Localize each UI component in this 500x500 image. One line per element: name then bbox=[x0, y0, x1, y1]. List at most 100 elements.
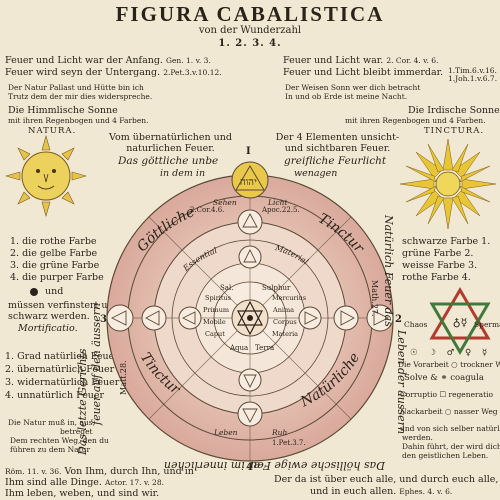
svg-text:♁☿: ♁☿ bbox=[453, 316, 468, 329]
right-way-2: werden. bbox=[402, 433, 433, 442]
inner-primum: Primum bbox=[203, 306, 229, 314]
left-sun-subtitle: mit ihren Regenbogen und 4 Farben. bbox=[8, 116, 149, 125]
side-right-2: Leben der äussern bbox=[395, 329, 408, 434]
fires-list: 1. Grad natürlich Feuer 2. übernatürlich… bbox=[5, 350, 119, 402]
heavenly-sun-icon bbox=[5, 135, 87, 217]
ring-ref-top: 2.Cor.4.6. bbox=[190, 206, 224, 214]
center-top-right-text: Der 4 Elementen unsicht- und sichtbaren … bbox=[275, 132, 400, 154]
right-verse-2: Feuer und Licht bleibt immerdar. bbox=[283, 67, 444, 78]
page-subtitle: von der Wunderzahl bbox=[198, 25, 302, 36]
right-verse-1: Feuer und Licht war. 2. Cor. 4. v. 6. bbox=[283, 55, 439, 66]
side-right-1: Natürlich Feuer das bbox=[382, 214, 395, 327]
side-left-3: Matt.28. bbox=[119, 360, 128, 395]
marker-left: 3 bbox=[100, 314, 107, 325]
ring-ruh: Ruh bbox=[271, 428, 287, 437]
bottom-text-1: Das höllische ewige Feu bbox=[250, 459, 386, 472]
left-color-3: 3. die grüne Farbe bbox=[10, 260, 100, 271]
fire-2: 2. übernatürlich Feuer bbox=[5, 364, 115, 375]
nature-line-1: Die Natur muß in, aus, bbox=[8, 418, 95, 427]
right-sun-title: Die Irdische Sonne bbox=[408, 105, 500, 116]
right-color-3: weisse Farbe 3. bbox=[402, 260, 478, 271]
ring-licht: Licht bbox=[267, 198, 288, 207]
hex-left-label: Chaos bbox=[404, 320, 428, 329]
right-work-4: Nackarbeit ○ nasser Weg bbox=[400, 407, 498, 416]
right-verse-ref-2: 1.Joh.1.v.6.7. bbox=[448, 74, 498, 83]
ring-lebend: Leben bbox=[213, 428, 238, 437]
mortificatio-label: Mortificatio. bbox=[18, 323, 78, 334]
ring-ref-bottom: 1.Pet.3.7. bbox=[272, 439, 306, 447]
left-colors-list: 1. die rothe Farbe 2. die gelbe Farbe 3.… bbox=[10, 236, 104, 284]
inner-materia: Materia bbox=[272, 330, 298, 338]
left-color-1: 1. die rothe Farbe bbox=[10, 236, 97, 247]
page-title: FIGURA CABALISTICA bbox=[115, 2, 385, 26]
left-verse-3: Der Natur Pallast und Hütte bin ich bbox=[8, 83, 144, 92]
ring-seen: Sehen bbox=[213, 198, 237, 207]
left-verse-4: Trutz dem der mir dies widerspreche. bbox=[8, 92, 153, 101]
marker-bottom: 4 bbox=[246, 462, 253, 473]
right-color-4: rothe Farbe 4. bbox=[402, 272, 471, 283]
side-right-3: Math.27. bbox=[370, 280, 379, 317]
hexagram-icon: ♁☿ bbox=[429, 287, 491, 355]
inner-mobile: Mobile bbox=[203, 318, 226, 326]
dark-sun-icon bbox=[30, 288, 38, 296]
left-verse-1: Feuer und Licht war der Anfang. Gen. 1. … bbox=[5, 55, 211, 66]
bottom-right-verse-2: und in euch allen. Ephes. 4. v. 6. bbox=[310, 486, 453, 497]
right-sun-subtitle: mit ihren Regenbogen und 4 Farben. bbox=[345, 116, 486, 125]
hebrew-tetragrammaton: יהוה bbox=[240, 177, 257, 188]
inner-terra: Terra bbox=[255, 344, 274, 352]
left-color-2: 2. die gelbe Farbe bbox=[10, 248, 98, 259]
inner-caput: Caput bbox=[205, 330, 225, 338]
fire-3: 3. widernatürlich Feuer bbox=[5, 377, 120, 388]
left-color-4: 4. die purper Farbe bbox=[10, 272, 104, 283]
inner-sulphur: Sulphur bbox=[262, 284, 291, 292]
ring-ref-top2: Apoc.22.5. bbox=[261, 206, 300, 214]
left-verse-2: Feuer wird seyn der Untergang. 2.Pet.3.v… bbox=[5, 67, 222, 78]
right-color-1: schwarze Farbe 1. bbox=[402, 236, 491, 247]
right-verse-3: Der Weisen Sonn wer dich betracht bbox=[285, 83, 421, 92]
inner-spiritus: Spiritus bbox=[205, 294, 231, 302]
right-work-2: Solve & ⚭ coagula bbox=[404, 373, 484, 383]
right-verse-4: In und ob Erde ist meine Nacht. bbox=[285, 92, 408, 101]
bottom-right-verse-1: Der da ist über euch alle, und durch euc… bbox=[274, 474, 499, 485]
center-top-left-3: Das göttliche unbe bbox=[118, 155, 219, 167]
inner-mercurius: Mercurius bbox=[272, 294, 306, 302]
left-sun-title: Die Himmlische Sonne bbox=[8, 105, 118, 116]
tinctura-label: TINCTURA. bbox=[424, 126, 485, 136]
und-label: und bbox=[45, 286, 64, 297]
right-way-3: Dahin führt, der wird dich bbox=[402, 442, 500, 451]
earthly-sun-icon bbox=[399, 138, 497, 230]
side-left-2: Das letzte Gerichts bbox=[76, 348, 89, 456]
center-top-left-4: in dem in bbox=[160, 168, 206, 179]
right-work-3: Corruptio ☐ regeneratio bbox=[400, 390, 494, 399]
page-numbers: 1. 2. 3. 4. bbox=[218, 38, 282, 49]
right-verse-ref-1: 1.Tim.6.v.16. bbox=[448, 66, 497, 75]
nature-line-2: betreget bbox=[60, 427, 93, 436]
bottom-left-verse-2: Ihm sind alle Dinge. Actor. 17. v. 28. bbox=[5, 477, 164, 488]
marker-right: 2 bbox=[395, 314, 402, 325]
bottom-text-2: er im innerlichen bbox=[164, 459, 260, 472]
hex-right-label: Sperma bbox=[474, 320, 500, 329]
center-top-right-4: wenagen bbox=[294, 168, 338, 179]
inner-sal: Sal. bbox=[220, 284, 233, 292]
mortif-line-1: müssen verfinstert und bbox=[8, 300, 120, 311]
mortif-line-2: schwarz werden. bbox=[8, 311, 90, 322]
inner-corpus: Corpus bbox=[273, 318, 297, 326]
inner-anima: Anima bbox=[272, 306, 294, 314]
fire-1: 1. Grad natürlich Feuer bbox=[5, 351, 119, 362]
nature-line-4: führen zu dem Natur bbox=[10, 445, 91, 454]
right-work-1: Die Vorarbeit ○ trockner Weg bbox=[398, 360, 500, 369]
inner-aqua: Aqua bbox=[229, 344, 248, 352]
bottom-left-verse-3: Ihm leben, weben, und sind wir. bbox=[5, 488, 160, 499]
alchemy-symbols: ☉ ☽ ♂ ♀ ☿ bbox=[410, 348, 492, 358]
center-top-right-3: greifliche Feurlicht bbox=[284, 155, 387, 167]
right-way-4: den geistlichen Leben. bbox=[402, 451, 489, 460]
center-top-left-text: Vom übernatürlichen und naturlichen Feue… bbox=[109, 132, 232, 154]
fire-4: 4. unnatürlich Feuer bbox=[5, 390, 105, 401]
marker-top: I bbox=[246, 146, 251, 157]
natura-label: NATURA. bbox=[28, 126, 77, 136]
right-color-2: grüne Farbe 2. bbox=[402, 248, 474, 259]
side-left-1: feuer auf den äussern bbox=[90, 303, 103, 426]
right-colors-list: schwarze Farbe 1. grüne Farbe 2. weisse … bbox=[402, 236, 490, 284]
bottom-left-verse-1: Röm. 11. v. 36. Von Ihm, durch Ihn, und … bbox=[5, 466, 194, 477]
